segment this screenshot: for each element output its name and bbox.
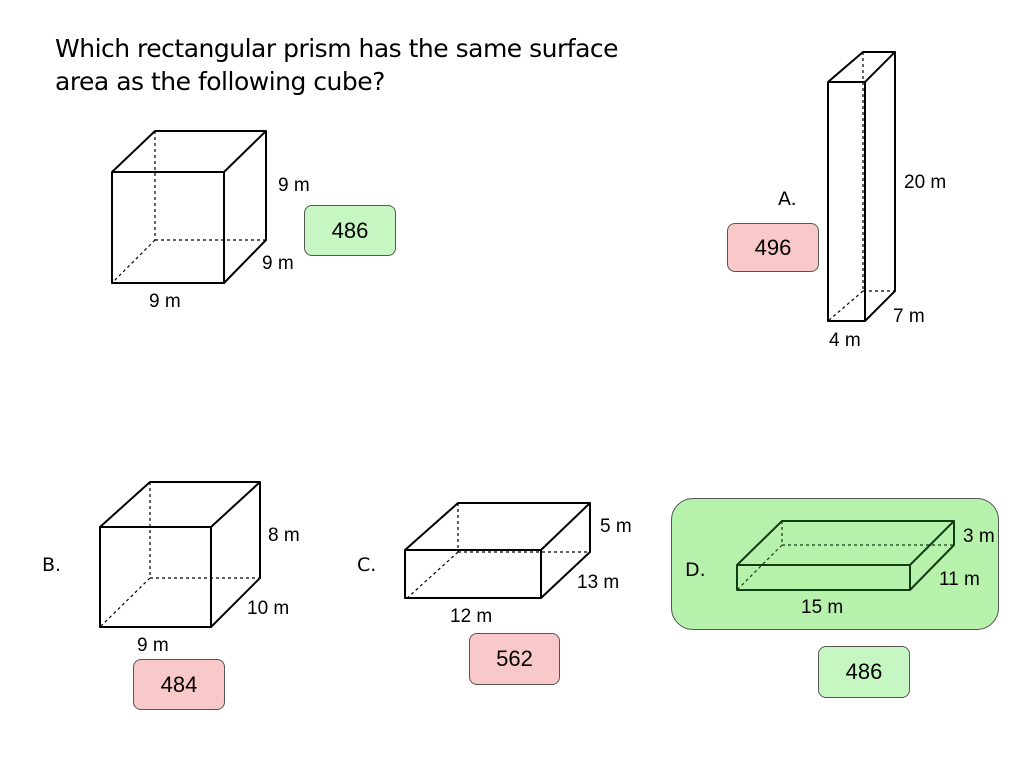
cube-depth-label: 9 m <box>262 253 294 274</box>
prism-c-width-label: 12 m <box>450 606 492 627</box>
option-a-answer-value: 496 <box>754 234 792 260</box>
option-d-answer-box: 486 <box>818 646 910 698</box>
prism-c-depth-label: 13 m <box>577 572 619 593</box>
question-text: Which rectangular prism has the same sur… <box>55 32 695 98</box>
prism-a-depth-label: 7 m <box>893 306 925 327</box>
option-d-letter: D. <box>685 559 706 581</box>
prism-d-depth-label: 11 m <box>939 569 980 590</box>
prism-d-height-label: 3 m <box>963 526 995 547</box>
question-line-2: area as the following cube? <box>55 67 385 96</box>
cube-height-label: 9 m <box>278 175 310 196</box>
prism-d-width-label: 15 m <box>801 597 843 618</box>
option-b-answer-value: 484 <box>160 671 198 697</box>
option-a-letter: A. <box>778 188 797 210</box>
cube-width-label: 9 m <box>149 291 181 312</box>
option-a-answer-box: 496 <box>727 223 819 272</box>
prism-c-height-label: 5 m <box>600 516 632 537</box>
prism-b-depth-label: 10 m <box>247 598 289 619</box>
prism-a-height-label: 20 m <box>904 172 946 193</box>
option-c-letter: C. <box>357 554 376 576</box>
question-line-1: Which rectangular prism has the same sur… <box>55 34 619 63</box>
prism-c: C. 5 m 13 m 12 m <box>357 502 632 627</box>
prism-a-width-label: 4 m <box>829 330 861 351</box>
prism-d: D. 3 m 11 m 15 m <box>685 520 995 618</box>
prism-a: A. 20 m 7 m 4 m <box>778 51 946 351</box>
option-d-answer-value: 486 <box>845 659 883 684</box>
prism-b-height-label: 8 m <box>268 525 300 546</box>
prism-b-width-label: 9 m <box>137 635 169 656</box>
option-b-letter: B. <box>42 554 61 576</box>
cube-answer-box: 486 <box>304 205 396 256</box>
option-b-answer-box: 484 <box>133 659 225 710</box>
reference-cube: 9 m 9 m 9 m <box>111 130 310 312</box>
option-c-answer-value: 562 <box>496 646 533 671</box>
cube-answer-value: 486 <box>331 217 369 243</box>
option-c-answer-box: 562 <box>469 633 560 685</box>
prism-b: B. 8 m 10 m 9 m <box>42 481 300 656</box>
